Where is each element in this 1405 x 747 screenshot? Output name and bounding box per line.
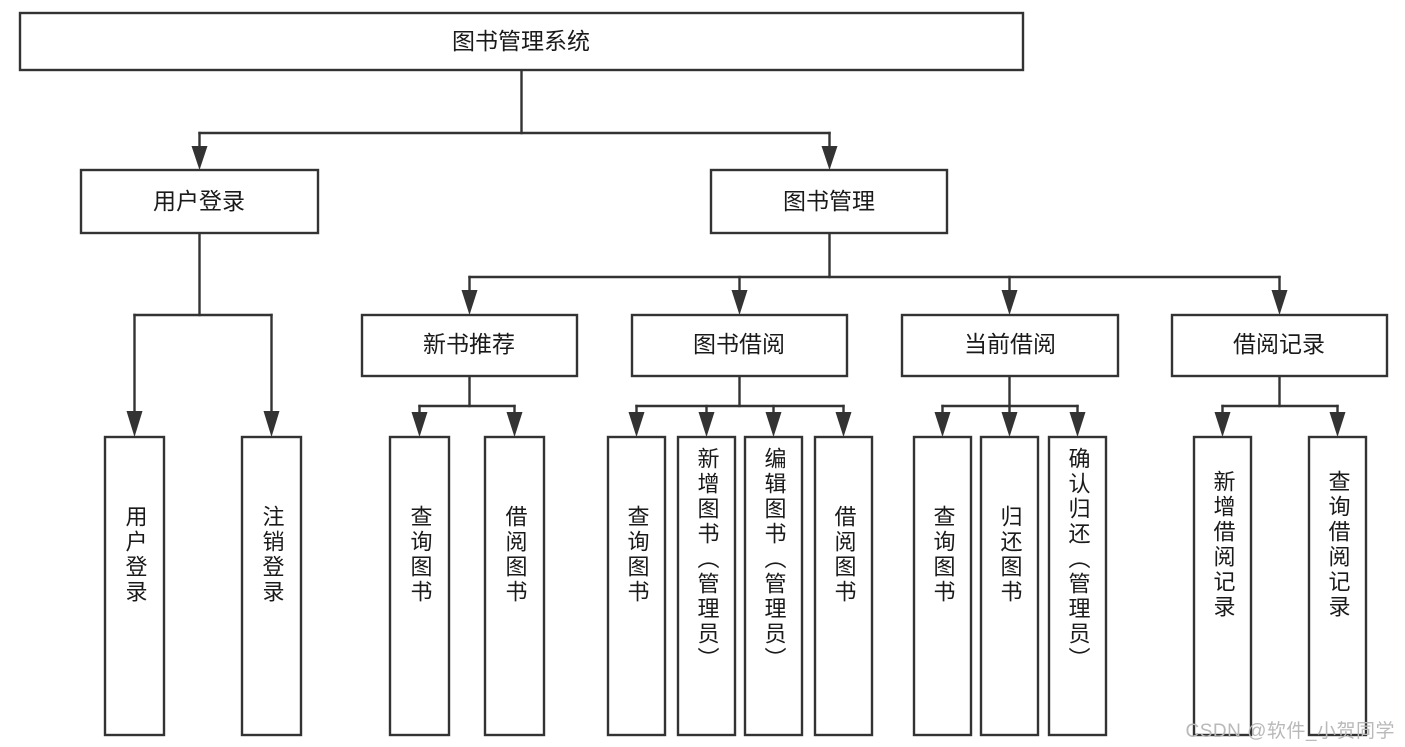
node-leaf-current-query-book[interactable] — [912, 435, 973, 737]
node-leaf-record-add-record[interactable] — [1192, 435, 1253, 737]
label-book-management: 图书管理 — [783, 188, 875, 214]
arrowhead-borrow-leaf-3 — [765, 412, 782, 437]
arrowhead-record-leaf-1 — [1214, 412, 1231, 437]
label-user-login: 用户登录 — [153, 188, 245, 214]
arrowhead-current-borrow — [1001, 290, 1018, 315]
node-leaf-user-login[interactable] — [103, 435, 166, 737]
node-leaf-recommend-query-book[interactable] — [388, 435, 451, 737]
node-leaf-current-return-book[interactable] — [979, 435, 1040, 737]
arrowhead-borrow-record — [1271, 290, 1288, 315]
node-leaf-record-query-record[interactable] — [1307, 435, 1368, 737]
label-book-borrow: 图书借阅 — [693, 331, 785, 357]
label-root-book-management-system: 图书管理系统 — [452, 28, 590, 54]
arrowhead-new-book-recommend — [461, 290, 478, 315]
node-root-book-management-system[interactable] — [18, 11, 1025, 72]
node-leaf-borrow-edit-book[interactable] — [743, 435, 804, 737]
arrowhead-book-manage — [821, 146, 838, 170]
label-borrow-record: 借阅记录 — [1233, 331, 1325, 357]
node-borrow-record[interactable] — [1170, 313, 1389, 378]
watermark-csdn: CSDN @软件_小贺同学 — [1185, 721, 1395, 742]
node-user-login[interactable] — [79, 168, 320, 235]
node-layer — [18, 11, 1389, 737]
arrowhead-current-leaf-1 — [934, 412, 951, 437]
node-leaf-borrow-query-book[interactable] — [606, 435, 667, 737]
arrowhead-recommend-leaf-2 — [506, 412, 523, 437]
connector-layer — [126, 68, 1346, 437]
arrowhead-record-leaf-2 — [1329, 412, 1346, 437]
node-book-borrow[interactable] — [630, 313, 849, 378]
node-new-book-recommend[interactable] — [360, 313, 579, 378]
node-leaf-current-confirm-return[interactable] — [1047, 435, 1108, 737]
node-leaf-borrow-borrow-book[interactable] — [813, 435, 874, 737]
label-new-book-recommend: 新书推荐 — [423, 331, 515, 357]
arrowhead-borrow-leaf-1 — [628, 412, 645, 437]
arrowhead-borrow-leaf-2 — [698, 412, 715, 437]
node-leaf-logout[interactable] — [240, 435, 303, 737]
arrowhead-book-borrow — [731, 290, 748, 315]
node-current-borrow[interactable] — [900, 313, 1120, 378]
arrowhead-borrow-leaf-4 — [835, 412, 852, 437]
arrowhead-current-leaf-3 — [1069, 412, 1086, 437]
arrowhead-leaf-user-login — [126, 411, 143, 437]
node-book-management[interactable] — [709, 168, 949, 235]
arrowhead-current-leaf-2 — [1001, 412, 1018, 437]
arrowhead-user-login — [191, 146, 208, 170]
arrowhead-recommend-leaf-1 — [411, 412, 428, 437]
label-current-borrow: 当前借阅 — [964, 331, 1056, 357]
node-leaf-borrow-add-book[interactable] — [676, 435, 737, 737]
arrowhead-leaf-logout — [263, 411, 280, 437]
label-layer: 图书管理系统 用户登录 图书管理 新书推荐 图书借阅 当前借阅 借阅记录 — [153, 28, 1325, 357]
node-leaf-recommend-borrow-book[interactable] — [483, 435, 546, 737]
